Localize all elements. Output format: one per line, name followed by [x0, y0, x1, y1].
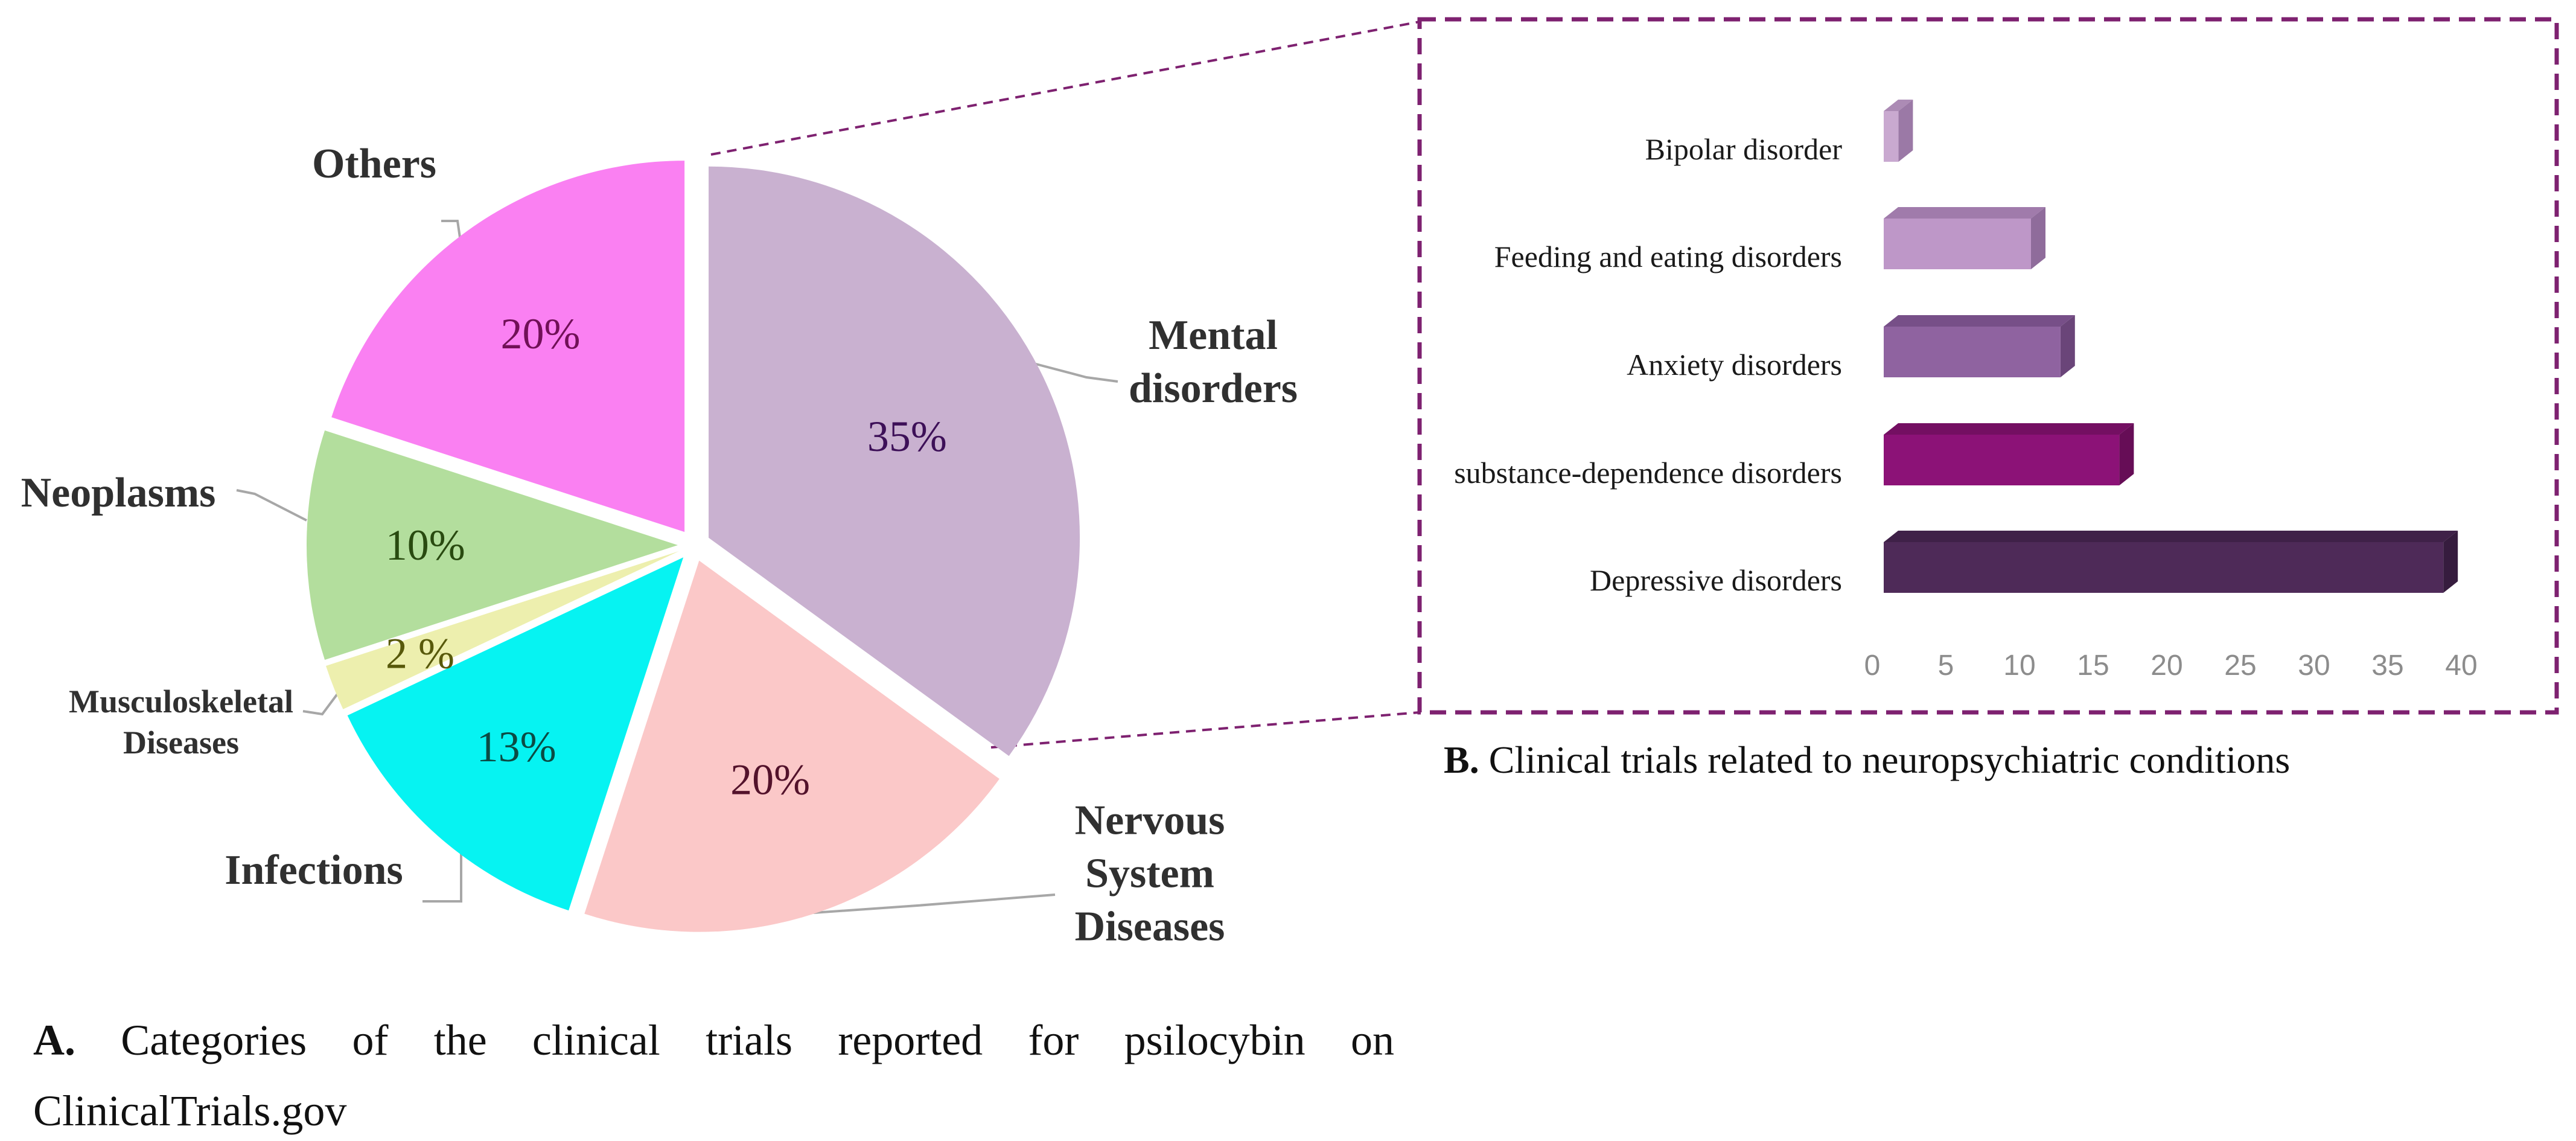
caption-a-word: Categories	[121, 1016, 307, 1064]
x-tick-label: 30	[2298, 650, 2330, 682]
leader-line-nervous-system	[813, 893, 1056, 914]
leader-line-mental-disorders	[1028, 361, 1118, 383]
caption-a-word: trials	[706, 1016, 793, 1064]
pie-percent-label-others: 20%	[501, 310, 581, 358]
pie-slice-nervous-system-diseases	[584, 560, 999, 932]
bar-top-face	[1884, 207, 2045, 219]
bar-top-face	[1884, 423, 2134, 435]
caption-b: B. Clinical trials related to neuropsych…	[1444, 738, 2290, 782]
pie-percent-label-musculoskeletal-diseases: 2 %	[386, 630, 454, 678]
pie-slice-neoplasms	[306, 430, 678, 660]
bar-side-face	[2443, 531, 2458, 593]
x-tick-label: 15	[2077, 650, 2109, 682]
pie-percent-label-neoplasms: 10%	[386, 521, 465, 569]
caption-a-prefix: A.	[33, 1016, 75, 1064]
pie-category-label-infections: Infections	[225, 846, 403, 893]
bar-top-face	[1884, 100, 1913, 111]
connector-dashed-line-bottom	[990, 711, 1420, 749]
bar-front-face	[1884, 542, 2444, 593]
pie-slice-infections	[347, 557, 684, 911]
bar-front-face	[1884, 111, 1899, 162]
x-tick-label: 5	[1938, 650, 1954, 682]
pie-percent-label-nervous-system-diseases: 20%	[730, 755, 810, 804]
caption-b-prefix: B.	[1444, 738, 1479, 781]
caption-a-word: reported	[838, 1016, 983, 1064]
bar-side-face	[2031, 207, 2045, 269]
bar-top-face	[1884, 315, 2075, 327]
bar-category-label-depressive-disorders: Depressive disorders	[1590, 563, 1842, 597]
bar-side-face	[2119, 423, 2134, 485]
pie-category-label-neoplasms: Neoplasms	[21, 469, 216, 516]
x-tick-label: 35	[2371, 650, 2403, 682]
panel-b-border-box	[1417, 17, 2559, 715]
bar-front-face	[1884, 435, 2120, 485]
pie-category-label-nervous-system-diseases: Nervous System Diseases	[1074, 797, 1225, 951]
bar-category-label-anxiety-disorders: Anxiety disorders	[1627, 348, 1842, 382]
x-tick-label: 25	[2224, 650, 2256, 682]
caption-a-line2: ClinicalTrials.gov	[33, 1087, 347, 1135]
caption-a-word: psilocybin	[1124, 1016, 1306, 1064]
bar-depressive-disorders	[1884, 531, 2458, 593]
leader-line-neoplasms	[236, 489, 307, 522]
bar-category-label-bipolar-disorder: Bipolar disorder	[1645, 132, 1842, 166]
bar-chart	[1884, 100, 2458, 593]
caption-b-text: Clinical trials related to neuropsychiat…	[1488, 738, 2291, 781]
caption-a-word: clinical	[532, 1016, 660, 1064]
bar-category-label-substance-dependence-disorders: substance-dependence disorders	[1454, 456, 1842, 490]
bar-top-face	[1884, 531, 2458, 542]
bar-side-face	[2060, 315, 2075, 377]
pie-percent-label-infections: 13%	[477, 723, 556, 771]
connector-dashed-line-top	[710, 21, 1420, 156]
pie-slice-mental-disorders	[709, 166, 1080, 756]
caption-a-word: the	[433, 1016, 487, 1064]
bar-front-face	[1884, 219, 2031, 269]
x-tick-label: 40	[2445, 650, 2477, 682]
pie-chart: 35% 20% 13% 2 % 10% 20%	[306, 161, 1080, 932]
bar-side-face	[1898, 100, 1913, 162]
bar-chart-x-axis: 0 5 10 15 20 25 30 35 40	[1864, 650, 2478, 682]
pie-category-label-mental-disorders: Mental disorders	[1129, 312, 1298, 412]
bar-substance-dependence-disorders	[1884, 423, 2134, 485]
caption-a-word: of	[352, 1016, 389, 1064]
pie-slice-others	[331, 161, 685, 532]
x-tick-label: 10	[2003, 650, 2035, 682]
x-tick-label: 0	[1864, 650, 1881, 682]
pie-percent-label-mental-disorders: 35%	[867, 412, 947, 461]
x-tick-label: 20	[2150, 650, 2182, 682]
caption-a-word: for	[1028, 1016, 1079, 1064]
pie-slice-musculoskeletal-diseases	[325, 551, 679, 709]
caption-a-word: on	[1350, 1016, 1394, 1064]
bar-category-label-feeding-and-eating-disorders: Feeding and eating disorders	[1494, 240, 1842, 273]
pie-category-label-musculoskeletal-diseases: Musculoskeletal Diseases	[69, 683, 293, 761]
bar-feeding-and-eating-disorders	[1884, 207, 2045, 269]
bar-front-face	[1884, 327, 2061, 377]
bar-anxiety-disorders	[1884, 315, 2075, 377]
pie-category-label-others: Others	[311, 140, 437, 187]
bar-bipolar-disorder	[1884, 100, 1913, 162]
